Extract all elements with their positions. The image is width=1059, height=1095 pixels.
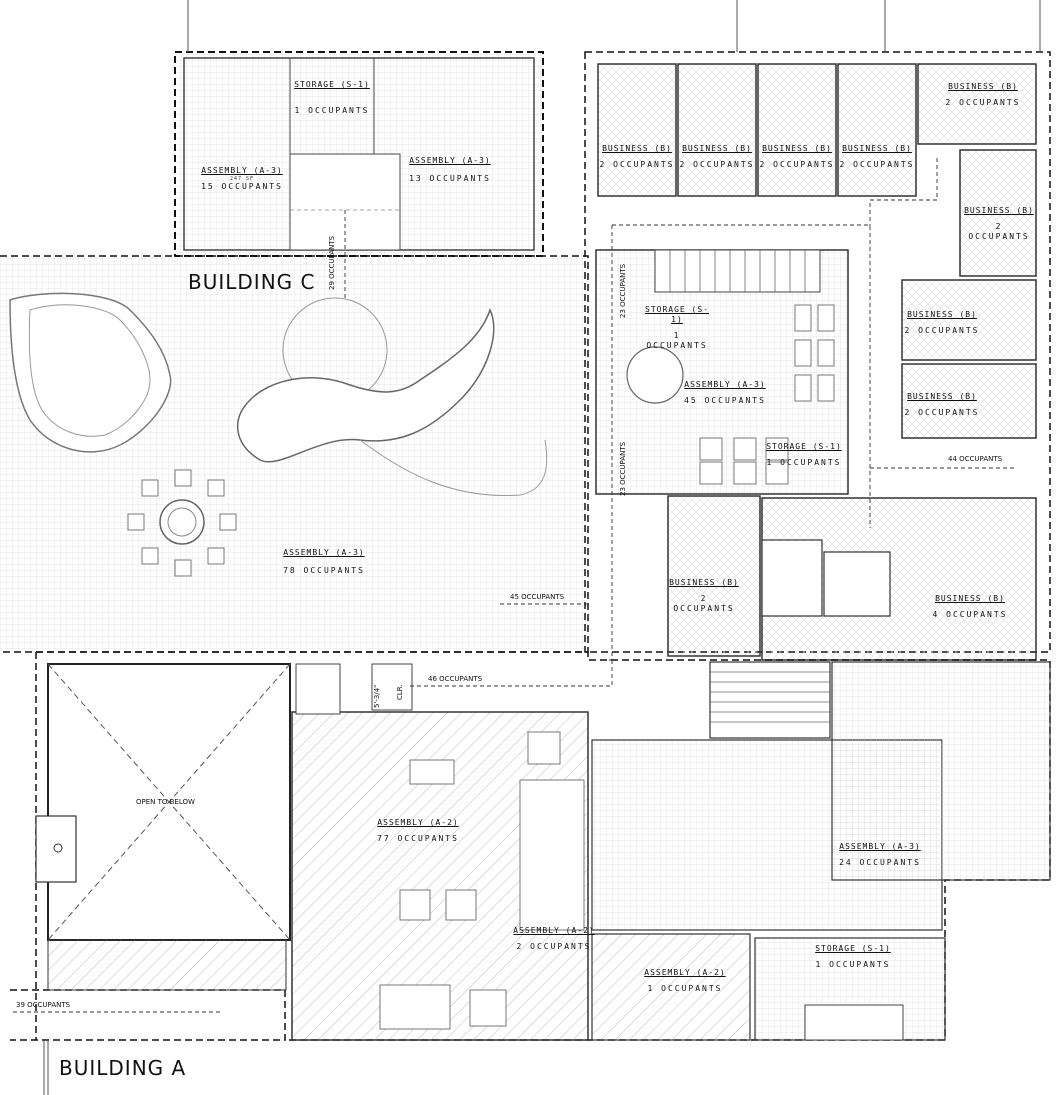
room-tag-c-assembly-right: ASSEMBLY (A-3) 13 OCCUPANTS bbox=[409, 156, 491, 183]
room-tag-biz-right-3: BUSINESS (B) 2 OCCUPANTS bbox=[904, 392, 980, 417]
room-tag-biz-2: BUSINESS (B) 2 OCCUPANTS bbox=[679, 144, 755, 169]
site-lines bbox=[43, 0, 1041, 1095]
room-tag-biz-right-2: BUSINESS (B) 2 OCCUPANTS bbox=[904, 310, 980, 335]
egress-label-29: 29 OCCUPANTS bbox=[328, 235, 336, 290]
egress-label-45: 45 OCCUPANTS bbox=[510, 593, 565, 601]
office-block bbox=[584, 51, 1051, 661]
open-to-below-label: OPEN TO BELOW bbox=[136, 798, 195, 806]
building-a-label: BUILDING A bbox=[59, 1056, 187, 1080]
room-tag-biz-1: BUSINESS (B) 2 OCCUPANTS bbox=[599, 144, 675, 169]
clearance-dimension: 5'-3/4" bbox=[373, 684, 381, 708]
building-a bbox=[10, 651, 1051, 1041]
egress-arrows bbox=[10, 210, 613, 1013]
room-tag-biz-top-right: BUSINESS (B) 2 OCCUPANTS bbox=[945, 82, 1021, 107]
clearance-label: CLR. bbox=[396, 684, 404, 700]
room-tag-c-assembly-left: ASSEMBLY (A-3) 247 SF 15 OCCUPANTS bbox=[201, 166, 283, 192]
room-tag-courtyard: ASSEMBLY (A-3) 78 OCCUPANTS bbox=[283, 548, 365, 575]
egress-label-44: 44 OCCUPANTS bbox=[948, 455, 1003, 463]
room-tag-a-kitchen-a2: ASSEMBLY (A-2) 1 OCCUPANTS bbox=[644, 968, 726, 993]
room-tag-center-storage: STORAGE (S-1) 1 OCCUPANTS bbox=[645, 305, 709, 350]
egress-label-39: 39 OCCUPANTS bbox=[16, 1001, 71, 1009]
room-tag-a-assembly-a2: ASSEMBLY (A-2) 77 OCCUPANTS bbox=[377, 818, 459, 843]
egress-label-23-bottom: 23 OCCUPANTS bbox=[619, 441, 627, 496]
room-tag-a-storage: STORAGE (S-1) 1 OCCUPANTS bbox=[815, 944, 891, 969]
room-tag-biz-mid: BUSINESS (B) 2 OCCUPANTS bbox=[669, 578, 739, 613]
egress-label-46: 46 OCCUPANTS bbox=[428, 675, 483, 683]
room-tag-center-storage-2: STORAGE (S-1) 1 OCCUPANTS bbox=[766, 442, 842, 467]
room-tag-c-storage: STORAGE (S-1) 1 OCCUPANTS bbox=[294, 80, 370, 115]
building-c-label: BUILDING C bbox=[188, 270, 316, 294]
courtyard bbox=[0, 255, 589, 653]
room-tag-biz-3: BUSINESS (B) 2 OCCUPANTS bbox=[759, 144, 835, 169]
room-tag-biz-right-1: BUSINESS (B) 2 OCCUPANTS bbox=[964, 206, 1034, 241]
building-c bbox=[174, 51, 544, 257]
room-tag-biz-mid-right: BUSINESS (B) 4 OCCUPANTS bbox=[932, 594, 1008, 619]
room-tag-a-small-a2: ASSEMBLY (A-2) 2 OCCUPANTS bbox=[513, 926, 595, 951]
room-tag-center-assembly: ASSEMBLY (A-3) 45 OCCUPANTS bbox=[684, 380, 766, 405]
room-tag-biz-4: BUSINESS (B) 2 OCCUPANTS bbox=[839, 144, 915, 169]
room-tag-a-assembly-a3: ASSEMBLY (A-3) 24 OCCUPANTS bbox=[839, 842, 921, 867]
egress-label-23-top: 23 OCCUPANTS bbox=[619, 263, 627, 318]
